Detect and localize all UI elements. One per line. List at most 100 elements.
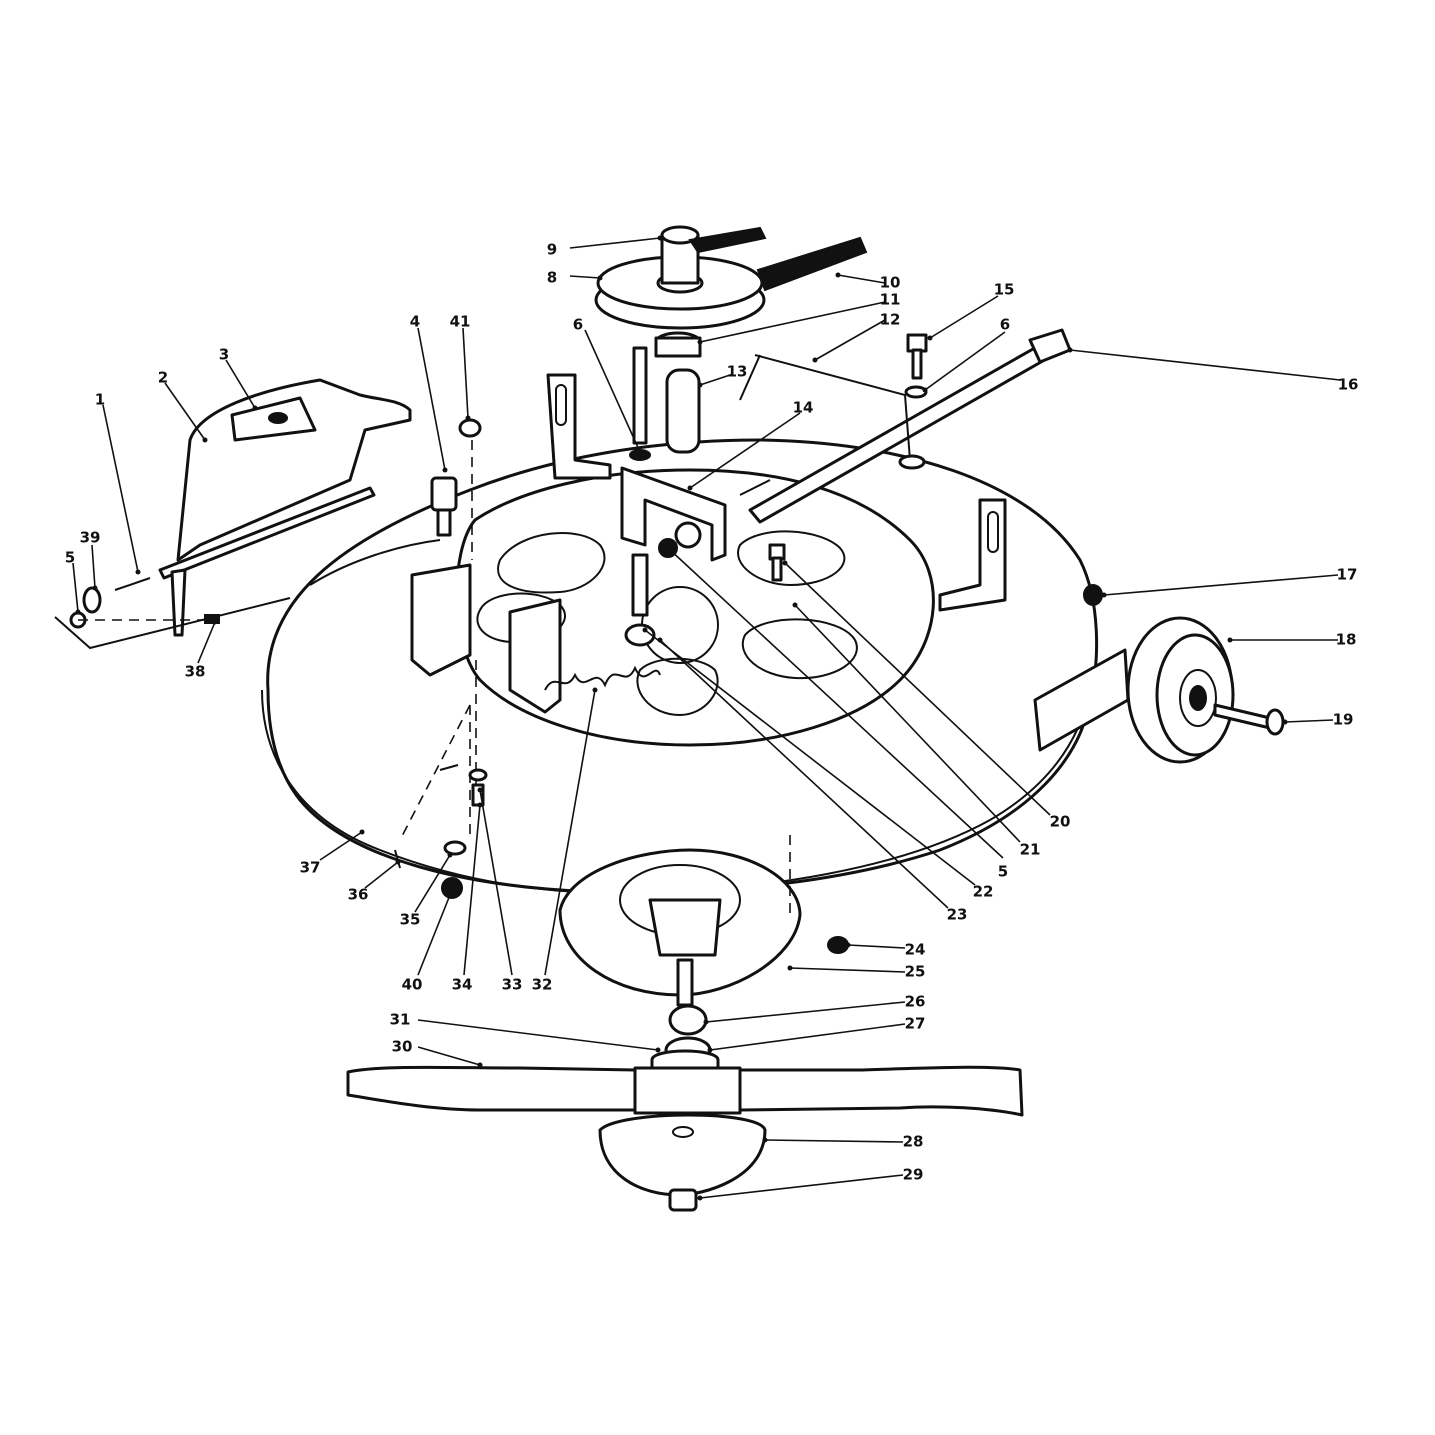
leader-dot-3 (252, 405, 258, 411)
callout-number: 33 (502, 976, 523, 994)
leader-line-19 (1284, 719, 1334, 723)
callout-number: 10 (880, 274, 901, 292)
leader-line-14 (689, 412, 801, 489)
leader-line-25 (789, 967, 906, 973)
leader-line-21 (794, 604, 1021, 843)
leader-line-31 (417, 1019, 659, 1051)
leader-dot-24 (845, 942, 851, 948)
callout-number: 18 (1336, 631, 1357, 649)
leader-line-33 (479, 789, 513, 976)
leader-dot-19 (1282, 719, 1288, 725)
callout-number: 30 (392, 1038, 413, 1056)
leader-line-30 (417, 1046, 481, 1066)
callout-number: 28 (903, 1133, 924, 1151)
callout-number: 17 (1337, 566, 1358, 584)
leader-line-1 (102, 404, 139, 573)
leader-dot-9 (657, 235, 663, 241)
leader-line-2 (164, 382, 206, 441)
leader-dot-15 (927, 335, 933, 341)
leader-dot-38 (212, 619, 218, 625)
leader-dot-22 (642, 627, 648, 633)
callout-number: 41 (450, 313, 471, 331)
callout-number: 14 (793, 399, 814, 417)
leader-dot-37 (359, 829, 365, 835)
callout-number: 34 (452, 976, 473, 994)
callout-number: 37 (300, 859, 321, 877)
leader-line-15 (929, 295, 999, 339)
leader-line-41 (462, 327, 469, 419)
callout-number: 31 (390, 1011, 411, 1029)
bolt-15 (904, 333, 928, 399)
leader-line-34 (463, 804, 481, 976)
callout-number: 40 (402, 976, 423, 994)
spacer-4 (430, 418, 482, 800)
leader-line-35 (414, 854, 451, 913)
leader-line-39 (91, 544, 96, 589)
callout-number: 9 (547, 241, 557, 259)
spring-32 (544, 665, 661, 691)
callout-number: 12 (880, 311, 901, 329)
leader-dot-30 (477, 1062, 483, 1068)
callout-number: 24 (905, 941, 926, 959)
callout-number: 15 (994, 281, 1015, 299)
rear-wheel (1083, 584, 1285, 764)
leader-dot-28 (762, 1137, 768, 1143)
leader-dot-41 (465, 415, 471, 421)
lift-link (394, 704, 488, 899)
callout-number: 5 (998, 863, 1008, 881)
leader-dot-11 (697, 339, 703, 345)
leader-line-5 (72, 562, 79, 613)
leader-dot-2 (202, 437, 208, 443)
callout-number: 26 (905, 993, 926, 1011)
leader-line-6 (584, 329, 641, 453)
callout-number: 13 (727, 363, 748, 381)
callout-number: 20 (1050, 813, 1071, 831)
leader-line-36 (364, 861, 399, 889)
leader-lines (72, 235, 1341, 1201)
leader-dot-34 (477, 802, 483, 808)
leader-dot-6 (922, 387, 928, 393)
leader-dot-36 (395, 859, 401, 865)
callout-number: 1 (95, 391, 105, 409)
leader-line-20 (784, 562, 1051, 816)
leader-line-12 (814, 319, 886, 361)
leader-dot-17 (1101, 592, 1107, 598)
callout-number: 36 (348, 886, 369, 904)
leader-dot-10 (835, 272, 841, 278)
leader-line-32 (544, 689, 596, 976)
callout-number: 19 (1333, 711, 1354, 729)
height-adjust-lever (54, 378, 412, 650)
callout-number: 39 (80, 529, 101, 547)
callout-number: 29 (903, 1166, 924, 1184)
leader-dot-25 (787, 965, 793, 971)
leader-line-37 (319, 831, 363, 861)
leader-line-4 (417, 327, 446, 471)
callout-number: 6 (1000, 316, 1010, 334)
callout-number: 3 (219, 346, 229, 364)
leader-line-26 (705, 1001, 906, 1023)
pins (624, 543, 786, 647)
callout-number: 22 (973, 883, 994, 901)
leader-dot-35 (447, 852, 453, 858)
pulley-assembly (594, 225, 868, 461)
leader-dot-4 (442, 467, 448, 473)
leader-dot-40 (447, 892, 453, 898)
callout-number: 6 (573, 316, 583, 334)
leader-line-9 (569, 237, 661, 249)
leader-line-28 (764, 1139, 904, 1143)
leader-line-22 (644, 629, 976, 886)
leader-line-23 (659, 639, 949, 909)
leader-line-16 (1069, 349, 1341, 381)
callout-number: 2 (158, 369, 168, 387)
leader-dot-23 (657, 637, 663, 643)
leader-dot-8 (597, 275, 603, 281)
leader-dot-20 (782, 560, 788, 566)
leader-line-38 (197, 621, 216, 664)
leader-dot-29 (697, 1195, 703, 1201)
leader-line-10 (837, 274, 886, 284)
callout-number: 23 (947, 906, 968, 924)
leader-dot-18 (1227, 637, 1233, 643)
leader-dot-21 (792, 602, 798, 608)
